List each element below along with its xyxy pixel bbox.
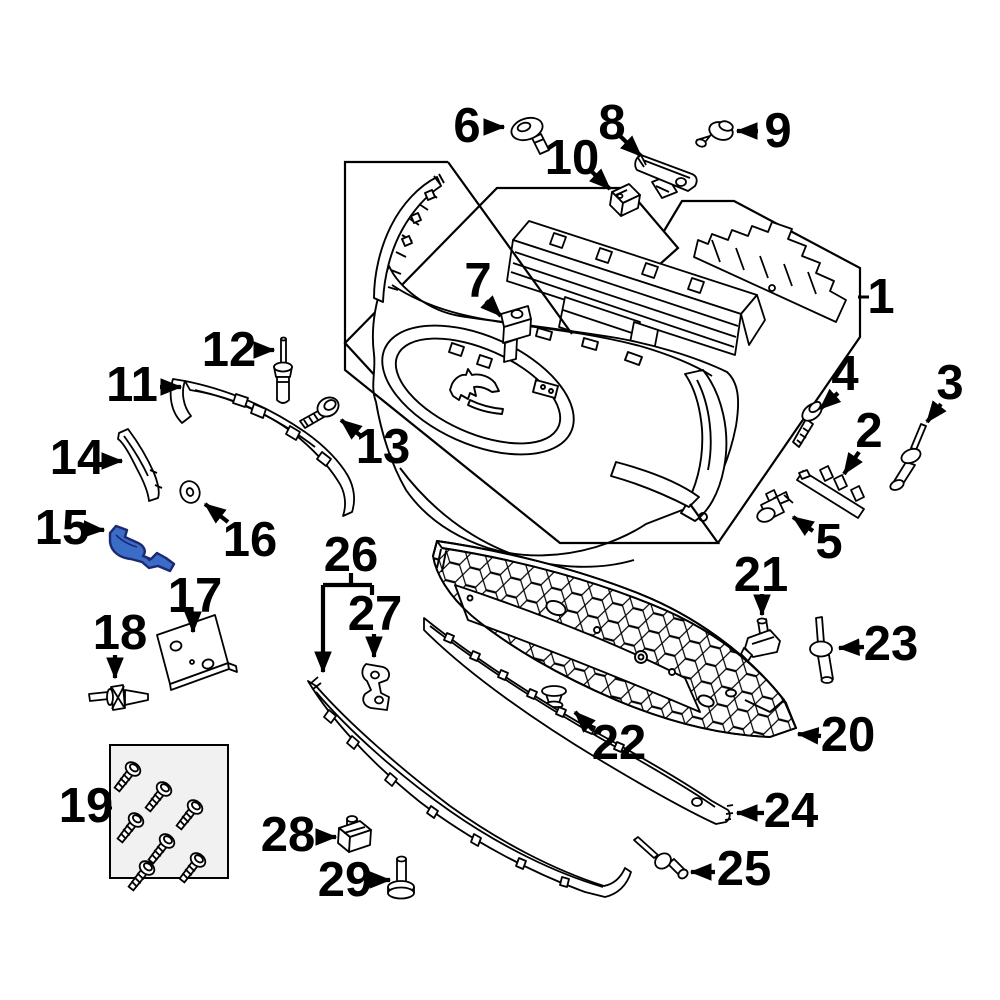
part-art-4-screw <box>792 401 823 448</box>
arrow-16 <box>203 502 230 524</box>
part-art-13-bolt <box>299 396 340 429</box>
callout-labels: 1 2 3 4 5 6 7 8 9 10 11 12 13 14 15 16 1… <box>35 96 964 907</box>
callout-28[interactable]: 28 <box>261 808 316 862</box>
callout-1[interactable]: 1 <box>867 270 894 324</box>
part-art-17-license-bracket <box>156 614 238 691</box>
arrow-13 <box>339 418 363 440</box>
arrow-5 <box>791 515 815 537</box>
callout-4[interactable]: 4 <box>831 347 858 401</box>
part-art-23-rivet <box>809 616 834 684</box>
callout-10[interactable]: 10 <box>545 131 600 185</box>
arrow-4 <box>818 388 842 411</box>
part-art-12-bolt <box>273 336 293 404</box>
callout-8[interactable]: 8 <box>598 96 625 150</box>
arrow-15 <box>83 520 106 538</box>
part-art-8-bracket <box>634 154 698 199</box>
part-art-29-pin <box>387 855 415 900</box>
part-art-9-rivet <box>695 120 734 148</box>
callout-26[interactable]: 26 <box>324 528 379 582</box>
arrow-20 <box>796 726 822 745</box>
callout-12[interactable]: 12 <box>202 323 257 377</box>
callout-2[interactable]: 2 <box>855 404 882 458</box>
part-art-absorber <box>693 221 847 323</box>
part-art-26-valance-strip <box>307 676 632 898</box>
callout-27[interactable]: 27 <box>348 587 403 641</box>
callout-19[interactable]: 19 <box>59 779 114 833</box>
callout-25[interactable]: 25 <box>717 842 772 896</box>
part-art-25-screw <box>633 836 689 880</box>
arrow-8 <box>618 134 643 158</box>
part-art-14-molding <box>117 428 163 502</box>
callout-5[interactable]: 5 <box>815 515 842 569</box>
callout-24[interactable]: 24 <box>764 784 819 838</box>
arrow-7 <box>480 295 503 318</box>
bumper-cover-box <box>343 160 721 545</box>
part-art-20-lower-grille-shield <box>432 540 797 738</box>
callout-3[interactable]: 3 <box>936 356 963 410</box>
part-art-5-clip <box>756 489 794 523</box>
callout-23[interactable]: 23 <box>864 617 919 671</box>
part-art-7-bracket <box>500 305 532 363</box>
callout-arrows <box>83 118 947 889</box>
arrow-22 <box>573 710 596 733</box>
absorber-box <box>663 199 862 544</box>
callout-11[interactable]: 11 <box>106 358 158 412</box>
arrow-10 <box>587 167 612 191</box>
callout-9[interactable]: 9 <box>764 104 791 158</box>
part-art-10-clip <box>609 183 641 217</box>
part-art-21-clip <box>740 617 781 662</box>
callout-17[interactable]: 17 <box>168 569 223 623</box>
part-art-28-clip-nut <box>337 815 372 853</box>
callout-6[interactable]: 6 <box>453 99 480 153</box>
part-art-15-bracket-highlighted[interactable] <box>108 524 176 573</box>
callout-13[interactable]: 13 <box>356 420 411 474</box>
callout-15[interactable]: 15 <box>35 501 90 555</box>
part-art-24-lower-trim <box>423 617 734 825</box>
bracket-26 <box>323 573 375 595</box>
callout-21[interactable]: 21 <box>734 548 789 602</box>
callout-7[interactable]: 7 <box>464 254 491 308</box>
callout-14[interactable]: 14 <box>50 431 105 485</box>
callout-20[interactable]: 20 <box>821 708 876 762</box>
part-art-2-bracket <box>796 465 865 519</box>
part-art-19-hardware-kit <box>109 744 229 895</box>
callout-18[interactable]: 18 <box>93 606 148 660</box>
part-art-bumper-cover <box>371 173 740 568</box>
callout-22[interactable]: 22 <box>592 716 647 770</box>
part-art-16-washer <box>179 480 201 504</box>
arrow-23 <box>837 638 865 656</box>
callout-16[interactable]: 16 <box>223 513 278 567</box>
arrow-2 <box>842 450 863 476</box>
arrow-3 <box>925 400 947 424</box>
pony-badge <box>449 368 500 401</box>
callout-29[interactable]: 29 <box>318 853 373 907</box>
part-art-18-pin <box>88 684 149 711</box>
part-art-6-pin <box>510 116 550 155</box>
part-art-27-bracket <box>361 663 390 711</box>
part-art-3-stud <box>889 423 927 491</box>
